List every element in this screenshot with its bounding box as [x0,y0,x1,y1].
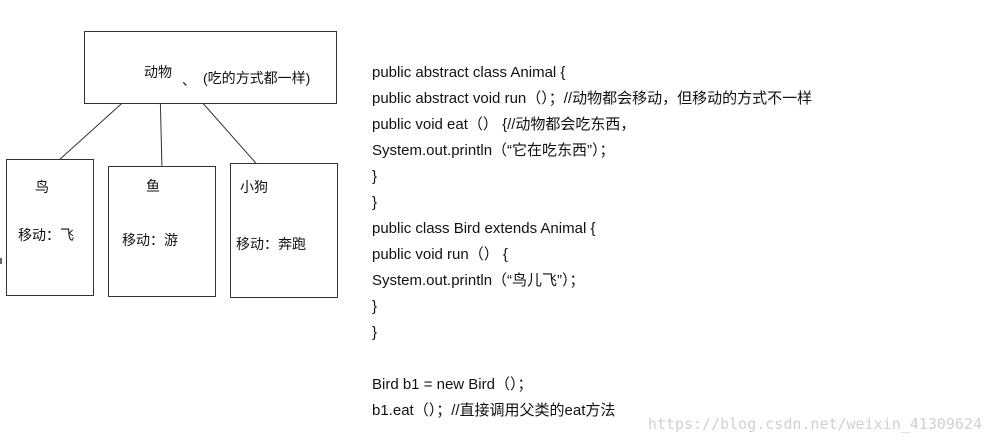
code-line: public void run（） { [372,246,508,263]
code-line: Bird b1 = new Bird（）； [372,376,533,393]
connector-animal-dog [199,99,263,171]
watermark: https://blog.csdn.net/weixin_41309624 [647,415,982,433]
code-line: public abstract void run（）；//动物都会移动，但移动的… [372,90,813,107]
dog-move: 移动：奔跑 [236,236,306,252]
code-line [372,346,812,372]
code-line: public class Bird extends Animal { [372,220,596,237]
code-line: System.out.println（“它在吃东西”）； [372,142,615,159]
bird-label: 鸟 [35,179,49,195]
animal-note: (吃的方式都一样) [203,70,311,86]
code-line: public void eat（） {//动物都会吃东西， [372,116,636,133]
code-line: b1.eat（）；//直接调用父类的eat方法 [372,402,616,419]
edge-tick [0,258,2,264]
code-line: System.out.println（“鸟儿飞”）； [372,272,585,289]
code-line: } [372,194,378,211]
code-line: public abstract class Animal { [372,64,566,81]
animal-mark: 、 [182,72,196,88]
animal-label: 动物 [144,64,172,80]
fish-box [108,166,216,297]
code-line: } [372,324,378,341]
code-line: } [372,168,378,185]
dog-label: 小狗 [240,179,268,195]
fish-move: 移动：游 [122,232,178,248]
bird-box [6,159,94,296]
fish-label: 鱼 [146,178,160,194]
dog-box [230,163,338,298]
bird-move: 移动：飞 [18,227,74,243]
code-line: } [372,298,378,315]
code-block: public abstract class Animal { public ab… [372,60,812,424]
animal-box [84,31,337,104]
